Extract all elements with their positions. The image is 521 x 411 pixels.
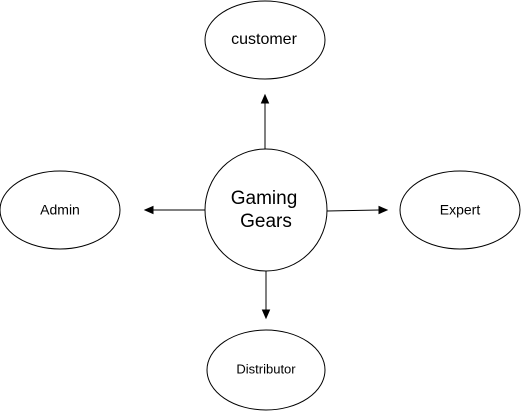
expert-label: Expert — [440, 202, 481, 218]
edge-to-admin — [143, 205, 205, 215]
distributor-label: Distributor — [236, 361, 296, 376]
center-node-gaming-gears: Gaming Gears — [204, 148, 328, 272]
arrowhead-up — [260, 93, 270, 104]
customer-label: customer — [231, 31, 297, 48]
edge-to-distributor — [261, 271, 271, 320]
node-distributor: Distributor — [206, 329, 326, 411]
admin-label: Admin — [40, 202, 80, 218]
edge-to-customer — [260, 93, 270, 150]
expert-ellipse — [399, 170, 521, 250]
distributor-ellipse — [206, 329, 326, 411]
center-circle — [204, 148, 328, 272]
arrowhead-right — [378, 205, 389, 215]
node-customer: customer — [204, 0, 326, 80]
edge-to-expert — [326, 205, 389, 215]
center-label-line2: Gears — [240, 211, 292, 232]
node-admin: Admin — [0, 170, 121, 250]
admin-ellipse — [0, 170, 121, 250]
customer-ellipse — [204, 0, 326, 80]
center-label-line1: Gaming — [231, 188, 298, 209]
node-expert: Expert — [399, 170, 521, 250]
arrowhead-left — [143, 205, 154, 215]
arrowhead-down — [261, 309, 271, 320]
